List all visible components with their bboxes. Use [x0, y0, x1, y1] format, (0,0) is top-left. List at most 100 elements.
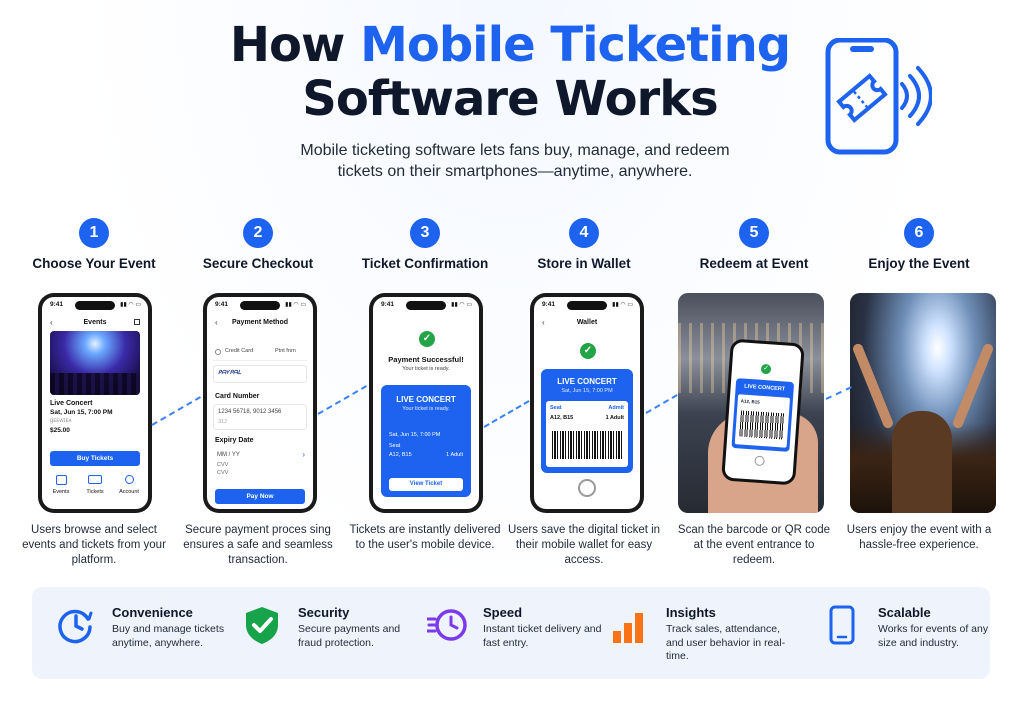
- paypal-option[interactable]: ᑭᗩYᑭᗩᒪ: [213, 365, 307, 383]
- bar-chart-icon: [613, 613, 643, 643]
- buy-tickets-button[interactable]: Buy Tickets: [50, 451, 140, 466]
- ticket-subtitle: Your ticket is ready.: [402, 406, 450, 412]
- connector-1-2: [151, 396, 201, 426]
- phone-screen: 9:41 ▮▮ ◠ ▭ ‹ Payment Method Credit Card…: [207, 297, 313, 509]
- benefits-panel: Convenience Buy and manage tickets anyti…: [32, 587, 990, 679]
- step-title: Store in Wallet: [537, 256, 631, 271]
- card-number-field[interactable]: 1234 56718, 9012 3456 312: [213, 404, 307, 430]
- step-number: 4: [569, 218, 599, 248]
- nav-title: Wallet: [576, 319, 598, 326]
- credit-card-label: Credit Card: [225, 348, 254, 354]
- admit-value: 1 Adult: [446, 452, 463, 458]
- step-description: Scan the barcode or QR code at the event…: [677, 524, 831, 566]
- phone-notch: [406, 301, 446, 310]
- status-time: 9:41: [50, 301, 64, 308]
- success-check-icon: ✓: [419, 331, 435, 347]
- connector-5-6: [825, 386, 852, 400]
- seat-value: A12, B15: [389, 452, 412, 458]
- step-number: 6: [904, 218, 934, 248]
- step-title: Ticket Confirmation: [361, 256, 489, 271]
- step-title: Enjoy the Event: [868, 256, 970, 271]
- shield-check-icon: [246, 607, 278, 644]
- fan-silhouette: [892, 411, 952, 513]
- benefit-description: Secure payments and fraud protection.: [298, 623, 401, 649]
- connector-2-3: [317, 385, 367, 415]
- other-option-label[interactable]: Ptnt fnrn: [275, 348, 296, 354]
- event-date: Sat, Jun 15, 7:00 PM: [50, 409, 113, 416]
- concert-image[interactable]: [50, 331, 140, 395]
- phone-notch: [75, 301, 115, 310]
- phone-screen: 9:41 ▮▮ ◠ ▭ ‹ Events Live Concert Sat, J…: [42, 297, 148, 509]
- step-description: Tickets are instantly delivered to the u…: [349, 524, 501, 551]
- ticket-card[interactable]: LIVE CONCERT Your ticket is ready. Sat, …: [381, 385, 471, 497]
- step-title: Redeem at Event: [699, 256, 809, 271]
- seat-label: Seat: [389, 443, 401, 449]
- benefit-description: Buy and manage tickets anytime, anywhere…: [112, 623, 225, 649]
- status-icons: ▮▮ ◠ ▭: [451, 302, 472, 308]
- chevron-right-icon: ›: [302, 450, 305, 459]
- phone-confirmation: 9:41 ▮▮ ◠ ▭ ✓ Payment Successful! Your t…: [369, 293, 483, 513]
- user-icon: [124, 475, 134, 484]
- calendar-icon: [55, 475, 67, 485]
- benefit-title: Scalable: [878, 605, 931, 620]
- step-number: 1: [79, 218, 109, 248]
- photo-redeem: ✓ LIVE CONCERT A12, B15: [678, 293, 824, 513]
- benefit-description: Track sales, attendance, and user behavi…: [666, 623, 786, 662]
- back-icon[interactable]: ‹: [50, 318, 53, 327]
- page-title: How Mobile Ticketing Software Works: [150, 18, 870, 126]
- title-suffix: Software Works: [302, 71, 718, 127]
- step-number: 2: [243, 218, 273, 248]
- back-icon[interactable]: ‹: [542, 318, 545, 327]
- benefit-title: Speed: [483, 605, 523, 620]
- tab-account[interactable]: Account: [114, 475, 144, 495]
- back-icon[interactable]: ‹: [215, 318, 218, 327]
- benefit-title: Convenience: [112, 605, 193, 620]
- ticket-date: Sat, Jun 15, 7:00 PM: [561, 388, 613, 394]
- ticket-title: LIVE CONCERT: [557, 377, 617, 386]
- expiry-field[interactable]: MM / YY › CVV CVV: [217, 450, 305, 476]
- benefit-description: Instant ticket delivery and fast entry.: [483, 623, 602, 649]
- step-description: Users browse and select events and ticke…: [22, 524, 166, 566]
- wallet-ticket-card[interactable]: LIVE CONCERT Sat, Jun 15, 7:00 PM Seat A…: [541, 369, 633, 473]
- card-number-label: Card Number: [215, 393, 260, 400]
- pay-now-button[interactable]: Pay Now: [215, 489, 305, 504]
- step-6: 6 Enjoy the Event Users enjoy the event …: [839, 218, 999, 551]
- benefit-description: Works for events of any size and industr…: [878, 623, 989, 649]
- clock-refresh-icon: [58, 609, 93, 644]
- success-check-icon: ✓: [760, 363, 772, 375]
- scanning-phone: ✓ LIVE CONCERT A12, B15: [721, 338, 805, 486]
- step-description: Secure payment proces sing ensures a saf…: [183, 524, 333, 566]
- ticket-icon: [88, 475, 102, 484]
- phone-notch: [240, 301, 280, 310]
- title-accent: Mobile Ticketing: [360, 17, 791, 73]
- phone-wallet: 9:41 ▮▮ ◠ ▭ ‹ Wallet ✓ LIVE CONCERT Sat,…: [530, 293, 644, 513]
- payment-options: Credit Card Ptnt fnrn: [213, 347, 307, 361]
- fast-clock-icon: [427, 609, 467, 641]
- benefit-title: Insights: [666, 605, 716, 620]
- view-ticket-button[interactable]: View Ticket: [389, 478, 463, 491]
- benefit-title: Security: [298, 605, 350, 620]
- step-title: Choose Your Event: [32, 256, 156, 271]
- share-icon[interactable]: [134, 319, 140, 325]
- status-time: 9:41: [542, 301, 556, 308]
- status-time: 9:41: [215, 301, 229, 308]
- photo-enjoy: [850, 293, 996, 513]
- ticket-title: LIVE CONCERT: [396, 395, 456, 404]
- step-description: Users enjoy the event with a hassle-free…: [846, 524, 992, 551]
- event-venue: ɡᴇᴇᴡɪᴇᴀ: [50, 418, 72, 424]
- phone-payment: 9:41 ▮▮ ◠ ▭ ‹ Payment Method Credit Card…: [203, 293, 317, 513]
- tab-tickets[interactable]: Tickets: [80, 475, 110, 495]
- tab-bar: Events Tickets Account: [42, 475, 148, 509]
- step-5: 5 Redeem at Event Scan the barcode or QR…: [674, 218, 834, 566]
- title-prefix: How: [229, 17, 361, 73]
- page-subtitle: Mobile ticketing software lets fans buy,…: [300, 142, 730, 180]
- tab-events[interactable]: Events: [46, 475, 76, 495]
- status-icons: ▮▮ ◠ ▭: [120, 302, 141, 308]
- nfc-ring-icon[interactable]: [578, 479, 596, 497]
- success-check-icon: ✓: [580, 343, 596, 359]
- radio-credit-card[interactable]: [215, 349, 221, 355]
- mini-ticket-card: LIVE CONCERT A12, B15: [731, 378, 795, 452]
- nav-title: Payment Method: [231, 319, 288, 326]
- event-price: $25.00: [50, 427, 70, 434]
